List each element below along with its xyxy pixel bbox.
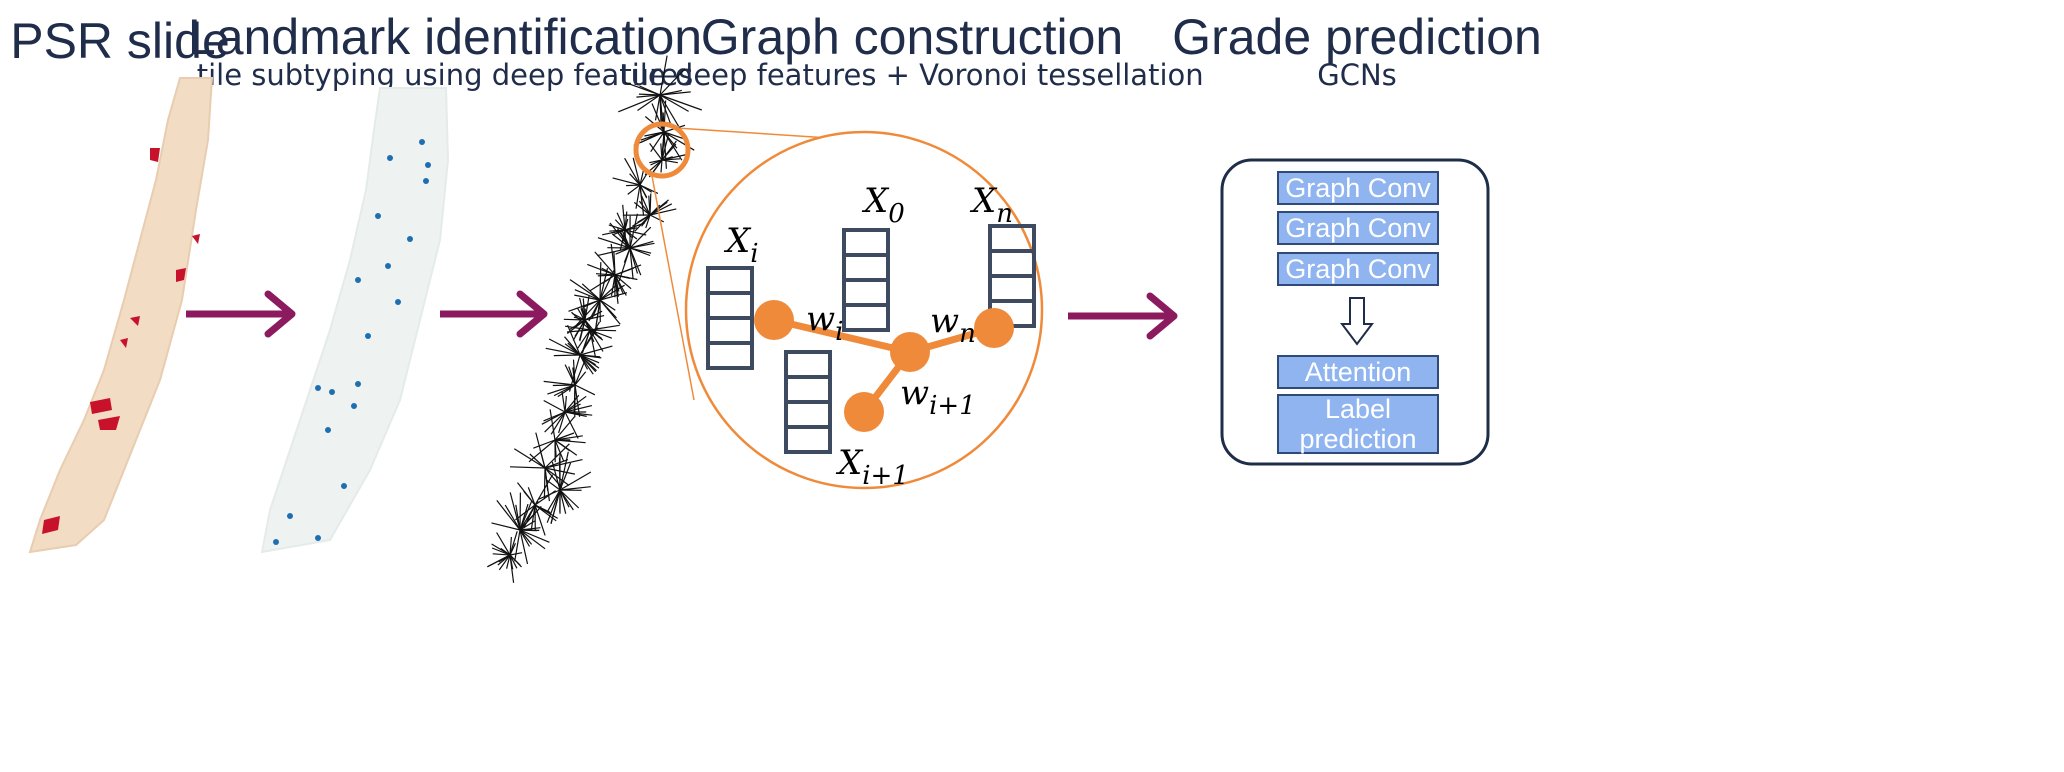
stage-title-grade-prediction: Grade prediction bbox=[1172, 9, 1542, 65]
label-xi1: Xi+1 bbox=[835, 443, 909, 491]
attention-box: Attention bbox=[1277, 355, 1439, 389]
zoom-highlight-circle bbox=[633, 121, 691, 179]
feature-stack-xi bbox=[706, 266, 754, 370]
label-wn: wn bbox=[930, 301, 976, 349]
stage-subtitle-gcns: GCNs bbox=[1317, 58, 1397, 92]
gcn-layer-3: Graph Conv bbox=[1277, 252, 1439, 286]
node-i-plus-1 bbox=[844, 392, 884, 432]
svg-text:Attention: Attention bbox=[1305, 357, 1412, 387]
stage-title-psr-slide: PSR slide bbox=[10, 13, 230, 69]
svg-text:Graph Conv: Graph Conv bbox=[1285, 213, 1431, 243]
graph-strip-image bbox=[487, 55, 703, 583]
arrow-psr-to-landmark bbox=[186, 290, 296, 338]
svg-text:Label: Label bbox=[1325, 394, 1391, 424]
label-xn: Xn bbox=[969, 181, 1013, 229]
down-arrow-icon bbox=[1340, 297, 1374, 346]
psr-slide-image bbox=[28, 77, 214, 554]
svg-text:prediction: prediction bbox=[1299, 424, 1416, 454]
label-prediction-box: Label prediction bbox=[1277, 394, 1439, 454]
gcn-layer-1: Graph Conv bbox=[1277, 171, 1439, 205]
landmark-slide-image bbox=[260, 87, 450, 554]
label-xi: Xi bbox=[723, 221, 759, 269]
node-center bbox=[890, 332, 930, 372]
stage-title-landmark-identification: Landmark identification bbox=[187, 9, 703, 65]
node-i bbox=[754, 300, 794, 340]
zoom-detail-circle bbox=[684, 130, 1044, 490]
stage-subtitle-landmark: tile subtyping using deep features bbox=[196, 58, 694, 92]
arrow-graph-to-gcn bbox=[1068, 292, 1178, 340]
label-wi1: wi+1 bbox=[900, 373, 976, 421]
gcn-layer-2: Graph Conv bbox=[1277, 211, 1439, 245]
svg-text:Graph Conv: Graph Conv bbox=[1285, 173, 1431, 203]
label-x0: X0 bbox=[861, 181, 905, 229]
svg-text:Graph Conv: Graph Conv bbox=[1285, 254, 1431, 284]
landmark-dots bbox=[273, 139, 431, 545]
arrow-landmark-to-graph bbox=[440, 290, 548, 338]
node-n bbox=[974, 308, 1014, 348]
label-wi: wi bbox=[806, 299, 843, 347]
stage-subtitle-graph: tile deep features + Voronoi tessellatio… bbox=[620, 58, 1204, 92]
feature-stack-xi1 bbox=[784, 350, 832, 454]
stage-title-graph-construction: Graph construction bbox=[700, 9, 1124, 65]
graph-nodes bbox=[754, 300, 1014, 432]
psr-red-stains bbox=[42, 148, 200, 534]
feature-stack-x0 bbox=[842, 228, 890, 332]
